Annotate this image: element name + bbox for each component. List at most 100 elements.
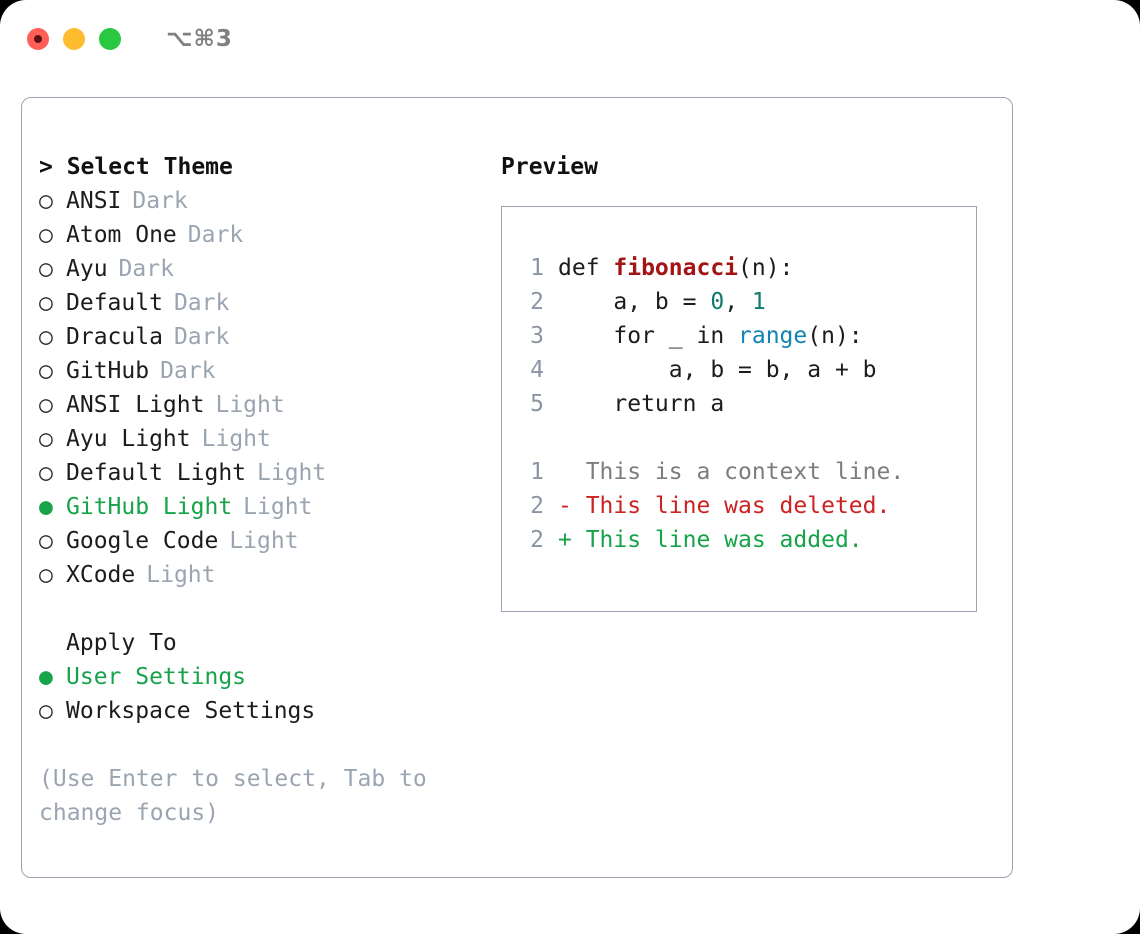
theme-option-label: GitHub	[66, 358, 150, 384]
theme-option-label: Atom One	[66, 222, 177, 248]
code-line: 3 for _ in range(n):	[518, 319, 976, 353]
theme-option-label: Default Light	[66, 460, 247, 486]
traffic-lights	[27, 28, 121, 50]
code-token: (n):	[807, 323, 863, 349]
theme-option-ayu[interactable]: ○ Ayu Dark	[39, 252, 489, 286]
code-token: fibonacci	[613, 255, 739, 281]
code-token: 0	[710, 289, 725, 315]
line-number: 2	[530, 493, 544, 519]
zoom-button[interactable]	[99, 28, 121, 50]
theme-option-variant: Dark	[160, 358, 216, 384]
close-button[interactable]	[27, 28, 49, 50]
theme-option-variant: Dark	[118, 256, 174, 282]
code-line: 5 return a	[518, 387, 976, 421]
theme-option-label: Dracula	[66, 324, 163, 350]
radio-unselected-icon[interactable]: ○	[39, 698, 53, 724]
minimize-button[interactable]	[63, 28, 85, 50]
radio-unselected-icon[interactable]: ○	[39, 460, 53, 486]
theme-option-atom-one[interactable]: ○ Atom One Dark	[39, 218, 489, 252]
theme-option-github[interactable]: ○ GitHub Dark	[39, 354, 489, 388]
apply-option-label: Workspace Settings	[66, 698, 316, 724]
theme-option-variant: Light	[257, 460, 327, 486]
radio-unselected-icon[interactable]: ○	[39, 256, 53, 282]
apply-to-header: Apply To	[66, 630, 177, 656]
radio-unselected-icon[interactable]: ○	[39, 324, 53, 350]
theme-option-label: Ayu	[66, 256, 108, 282]
theme-option-variant: Dark	[173, 290, 230, 316]
apply-option-workspace-settings[interactable]: ○ Workspace Settings	[39, 694, 489, 728]
diff-line-text: This is a context line.	[558, 459, 905, 485]
apply-option-label: User Settings	[66, 664, 247, 690]
theme-option-label: Ayu Light	[66, 426, 191, 452]
diff-line-text: - This line was deleted.	[558, 493, 891, 519]
theme-option-default[interactable]: ○ Default Dark	[39, 286, 489, 320]
radio-unselected-icon[interactable]: ○	[39, 222, 53, 248]
line-number: 1	[530, 255, 544, 281]
theme-option-variant: Light	[229, 528, 299, 554]
theme-option-variant: Light	[146, 562, 216, 588]
radio-unselected-icon[interactable]: ○	[39, 392, 53, 418]
theme-option-dracula[interactable]: ○ Dracula Dark	[39, 320, 489, 354]
radio-unselected-icon[interactable]: ○	[39, 188, 53, 214]
radio-unselected-icon[interactable]: ○	[39, 528, 53, 554]
code-token: def	[558, 255, 614, 281]
code-diff-spacer	[518, 421, 976, 455]
preview-header: Preview	[501, 154, 598, 180]
theme-option-variant: Light	[201, 426, 271, 452]
radio-selected-icon[interactable]: ●	[39, 664, 53, 690]
code-line: 2 a, b = 0, 1	[518, 285, 976, 319]
code-token: a, b =	[558, 289, 711, 315]
diff-line-add: 2 + This line was added.	[518, 523, 976, 557]
theme-option-variant: Dark	[187, 222, 244, 248]
diff-line-del: 2 - This line was deleted.	[518, 489, 976, 523]
diff-sample: 1 This is a context line. 2 - This line wa…	[518, 455, 976, 557]
diff-line-ctx: 1 This is a context line.	[518, 455, 976, 489]
theme-option-variant: Light	[243, 494, 313, 520]
code-token: 1	[751, 289, 766, 315]
theme-option-label: Default	[66, 290, 163, 316]
code-line: 1 def fibonacci(n):	[518, 251, 976, 285]
code-token: a, b = b, a + b	[558, 357, 877, 383]
keyboard-hint-text: (Use Enter to select, Tab to change focu…	[39, 766, 441, 826]
theme-option-variant: Light	[215, 392, 285, 418]
code-token: range	[738, 323, 808, 349]
diff-line-text: + This line was added.	[558, 527, 863, 553]
theme-option-default-light[interactable]: ○ Default Light Light	[39, 456, 489, 490]
theme-option-label: XCode	[66, 562, 136, 588]
line-number: 3	[530, 323, 544, 349]
radio-unselected-icon[interactable]: ○	[39, 290, 53, 316]
line-number: 4	[530, 357, 544, 383]
title-bar: ⌥⌘3	[0, 0, 1140, 78]
theme-option-variant: Dark	[132, 188, 188, 214]
code-token: (n):	[738, 255, 794, 281]
theme-option-google-code[interactable]: ○ Google Code Light	[39, 524, 489, 558]
radio-unselected-icon[interactable]: ○	[39, 562, 53, 588]
radio-selected-icon[interactable]: ●	[39, 494, 53, 520]
radio-unselected-icon[interactable]: ○	[39, 426, 53, 452]
theme-option-label: Google Code	[66, 528, 219, 554]
code-token: return a	[558, 391, 725, 417]
apply-to-list[interactable]: ● User Settings ○ Workspace Settings	[39, 660, 489, 728]
apply-to-section: Apply To ● User Settings ○ Workspace Settin…	[39, 626, 489, 728]
code-token: ,	[724, 289, 752, 315]
theme-option-ayu-light[interactable]: ○ Ayu Light Light	[39, 422, 489, 456]
line-number: 2	[530, 527, 544, 553]
radio-unselected-icon[interactable]: ○	[39, 358, 53, 384]
theme-option-label: ANSI	[66, 188, 122, 214]
line-number: 5	[530, 391, 544, 417]
select-theme-header: > Select Theme	[39, 154, 233, 180]
code-line: 4 a, b = b, a + b	[518, 353, 976, 387]
theme-option-variant: Dark	[173, 324, 230, 350]
theme-option-ansi[interactable]: ○ ANSI Dark	[39, 184, 489, 218]
theme-option-xcode[interactable]: ○ XCode Light	[39, 558, 489, 592]
apply-option-user-settings[interactable]: ● User Settings	[39, 660, 489, 694]
